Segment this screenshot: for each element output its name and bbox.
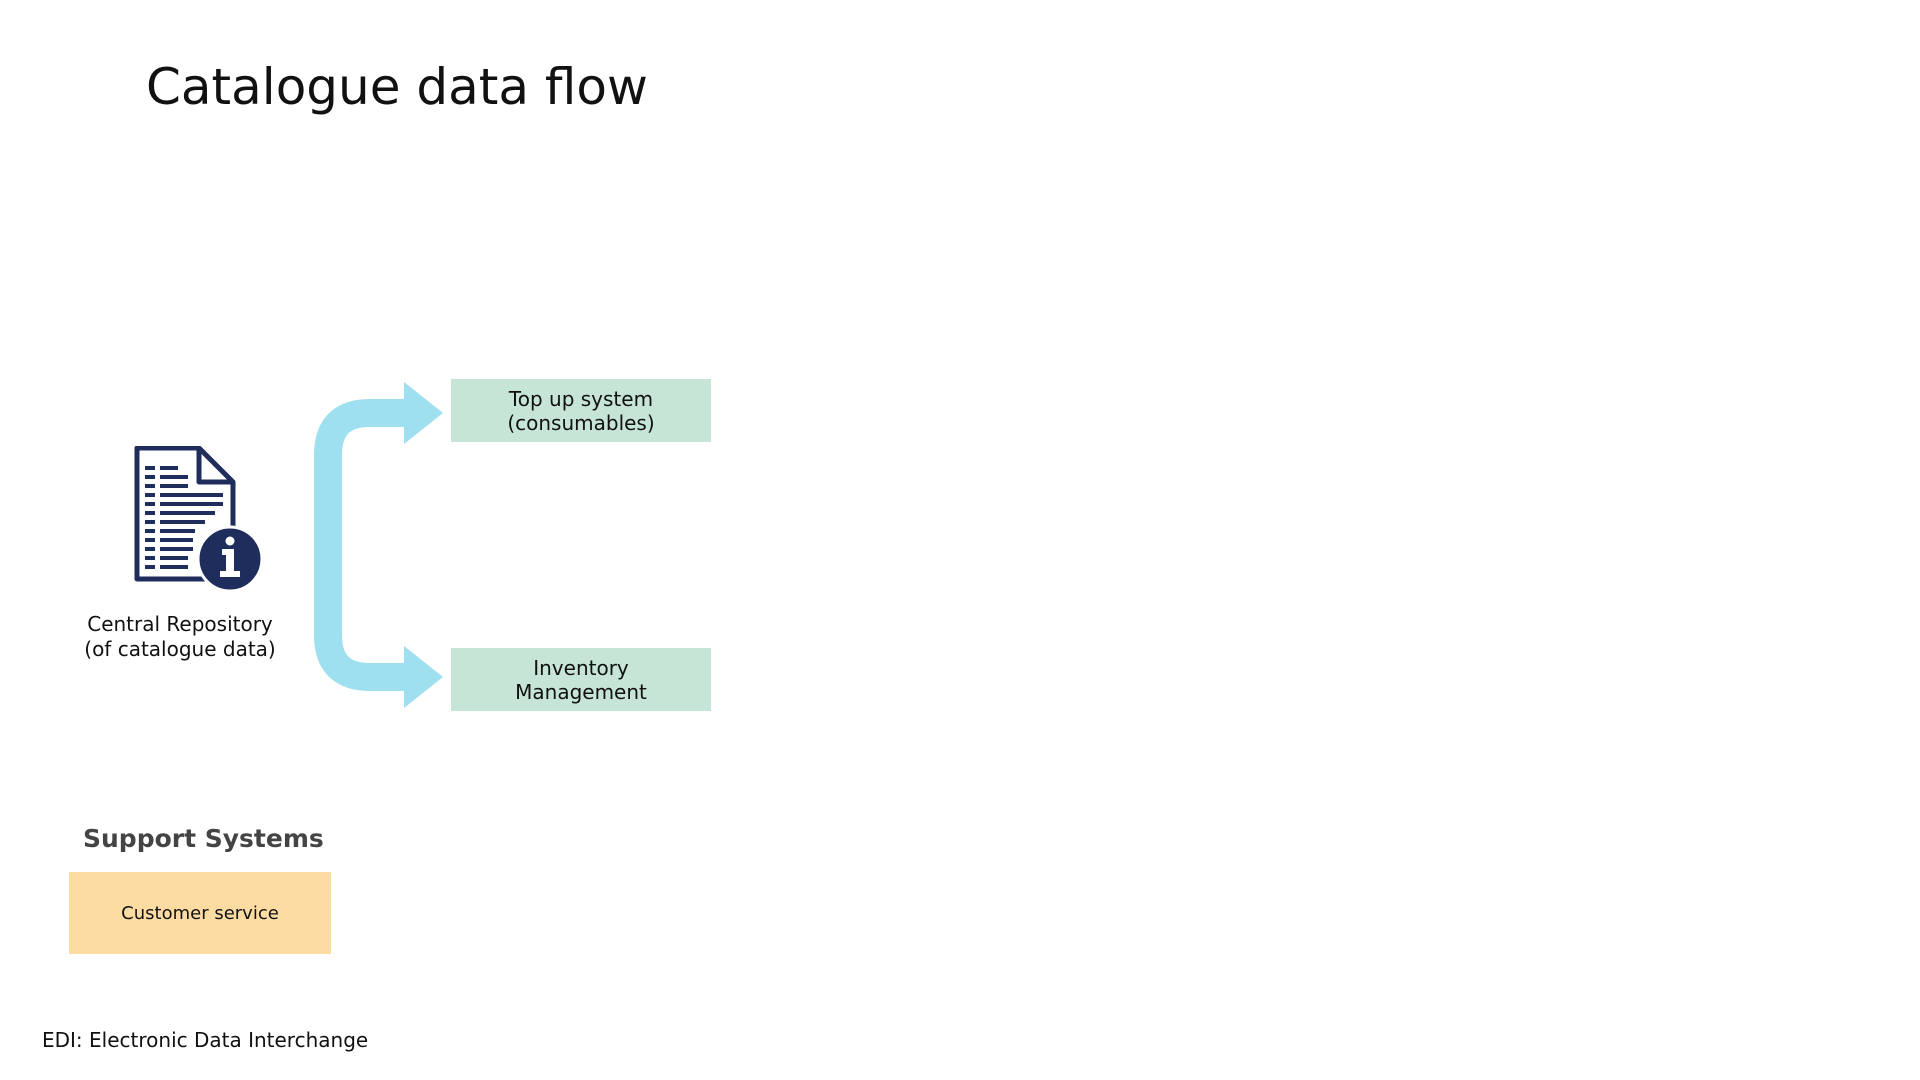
flow-arrows [314,382,443,708]
repository-label-line1: Central Repository [87,612,273,636]
target-top-up-system: Top up system (consumables) [451,379,711,442]
target-label-line2: Management [515,679,647,704]
page-title: Catalogue data flow [146,58,648,116]
arrow-head-top [404,382,443,444]
support-systems-heading: Support Systems [83,824,324,853]
target-label-line2: (consumables) [507,410,655,435]
target-label-line1: Inventory [533,655,629,680]
target-inventory-management: Inventory Management [451,648,711,711]
repository-label-line2: (of catalogue data) [84,637,276,661]
target-label-line1: Top up system [508,386,654,411]
repository-label: Central Repository (of catalogue data) [60,612,300,662]
footnote: EDI: Electronic Data Interchange [42,1028,369,1052]
support-item-customer-service: Customer service [69,872,331,954]
arrow-head-bottom [404,646,443,708]
document-info-icon [134,446,263,592]
